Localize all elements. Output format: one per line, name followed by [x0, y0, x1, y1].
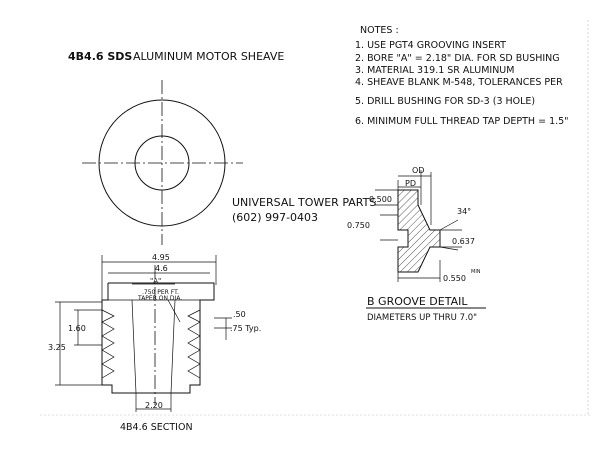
groove-d2: 0.750 — [347, 221, 370, 230]
dim-total-height: 3.25 — [48, 343, 66, 352]
note-5: 5. DRILL BUSHING FOR SD-3 (3 HOLE) — [355, 96, 535, 107]
dim-pitch: .50 — [233, 310, 246, 319]
dim-typ: .75 Typ. — [230, 324, 261, 333]
groove-od: OD — [412, 166, 424, 175]
groove-min: MIN — [471, 269, 481, 275]
sheave-top-view — [82, 80, 243, 245]
dim-taper: .750 PER FT. — [142, 289, 179, 296]
groove-d3: 0.637 — [452, 237, 475, 246]
dim-od: 4.6 — [155, 264, 168, 273]
groove-pd: PD — [405, 179, 416, 188]
note-2: 2. BORE "A" = 2.18" DIA. FOR SD BUSHING — [355, 53, 560, 64]
note-1: 1. USE PGT4 GROOVING INSERT — [355, 40, 506, 51]
notes-block: NOTES : 1. USE PGT4 GROOVING INSERT 2. B… — [355, 25, 569, 127]
notes-heading: NOTES : — [360, 25, 399, 36]
groove-d4: 0.550 — [443, 274, 466, 283]
company-phone: (602) 997-0403 — [232, 211, 318, 224]
section-label: 4B4.6 SECTION — [120, 422, 193, 433]
sheave-section-view — [55, 255, 232, 412]
company-name: UNIVERSAL TOWER PARTS — [232, 196, 376, 209]
note-4: 4. SHEAVE BLANK M-548, TOLERANCES PER — [355, 77, 563, 88]
dim-bore: "A" — [150, 277, 161, 285]
groove-angle: 34° — [457, 207, 471, 216]
groove-detail — [375, 170, 462, 282]
dim-taper-2: TAPER ON DIA. — [137, 295, 182, 302]
groove-subtitle: DIAMETERS UP THRU 7.0" — [367, 313, 477, 323]
note-3: 3. MATERIAL 319.1 SR ALUMINUM — [355, 65, 514, 76]
groove-title: B GROOVE DETAIL — [367, 295, 468, 308]
dim-hub: 2.20 — [145, 401, 163, 410]
drawing-subtitle: ALUMINUM MOTOR SHEAVE — [133, 50, 284, 63]
groove-d1: 0.500 — [369, 195, 392, 204]
drawing-title: 4B4.6 SDS — [68, 50, 132, 63]
note-6: 6. MINIMUM FULL THREAD TAP DEPTH = 1.5" — [355, 116, 569, 127]
dim-overall: 4.95 — [152, 253, 170, 262]
dim-height: 1.60 — [68, 324, 86, 333]
